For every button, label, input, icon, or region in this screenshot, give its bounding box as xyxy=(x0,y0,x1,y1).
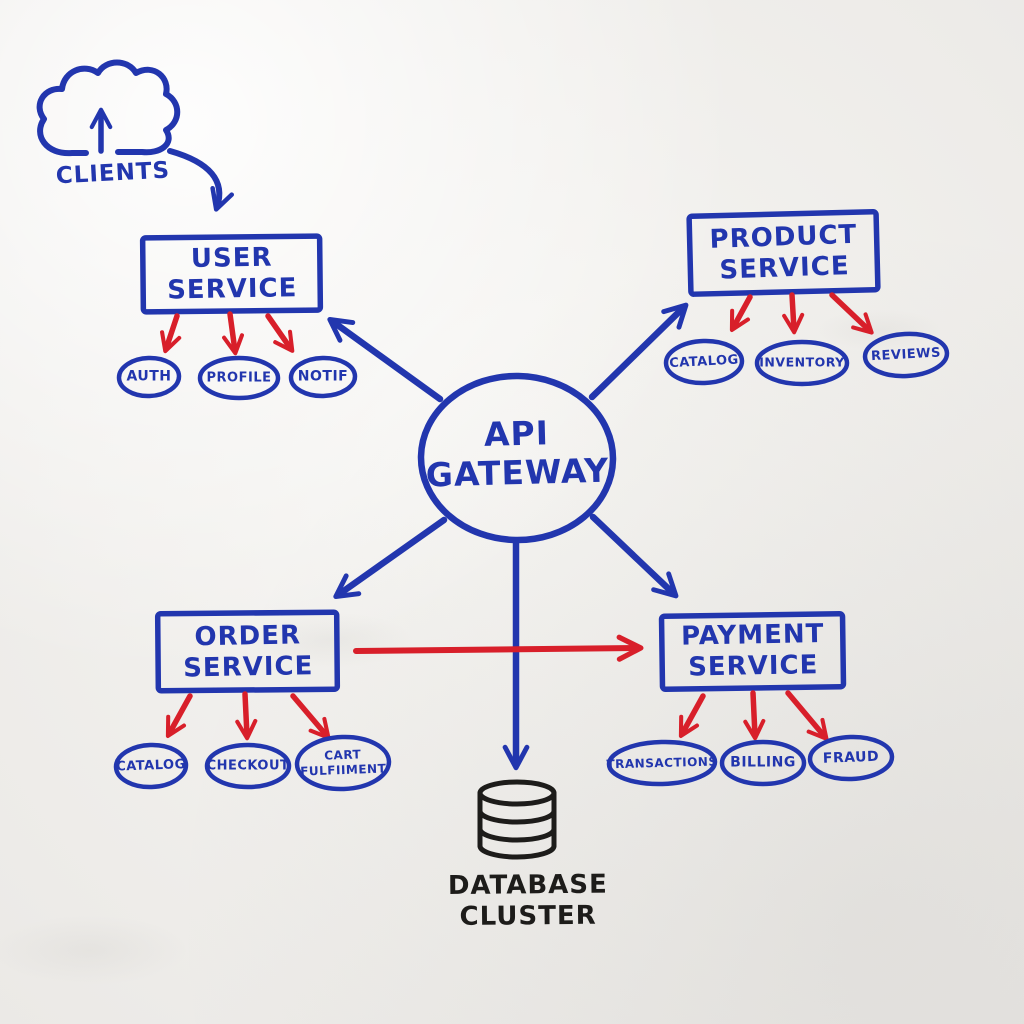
payment-service-label: PAYMENT SERVICE xyxy=(680,619,825,683)
edge-product-inventory xyxy=(782,292,805,335)
billing-label: BILLING xyxy=(730,754,796,771)
notif-label: NOTIF xyxy=(297,368,349,385)
edge-payment-billing xyxy=(743,690,766,741)
fraud-label: FRAUD xyxy=(822,748,880,767)
edge-order-payment xyxy=(353,634,644,662)
edge-product-catalog xyxy=(729,294,753,333)
checkout-label: CHECKOUT xyxy=(206,758,290,774)
edge-user-notif xyxy=(265,313,295,353)
edge-product-reviews xyxy=(829,292,874,335)
user-service-label: USER SERVICE xyxy=(166,242,298,306)
edge-payment-fraud xyxy=(785,690,829,741)
product-service-box xyxy=(686,209,881,297)
inventory-label: INVENTORY xyxy=(759,354,845,370)
edge-user-profile xyxy=(222,311,245,356)
cart-fulfiiment-oval xyxy=(294,734,392,792)
edge-clients-user xyxy=(167,148,235,212)
billing-oval xyxy=(719,739,807,787)
profile-label: PROFILE xyxy=(206,370,272,386)
auth-oval xyxy=(116,355,182,399)
edge-payment-transactions xyxy=(678,693,706,739)
api-gateway-label: API GATEWAY xyxy=(425,413,610,495)
database-cluster-label: DATABASE CLUSTER xyxy=(447,869,608,932)
edge-order-cart xyxy=(290,693,331,740)
product-service-label: PRODUCT SERVICE xyxy=(709,219,858,286)
auth-label: AUTH xyxy=(126,368,172,385)
edge-gateway-payment xyxy=(589,513,679,599)
reviews-oval xyxy=(862,331,950,379)
cart-fulfiiment-label: CART FULFIIMENT xyxy=(299,747,387,779)
edge-gateway-product xyxy=(588,302,689,401)
edge-gateway-user xyxy=(327,316,444,403)
edge-gateway-order xyxy=(333,516,448,600)
catalog-product-oval xyxy=(663,338,745,386)
inventory-oval xyxy=(754,339,850,387)
transactions-label: TRANSACTIONS xyxy=(606,754,718,772)
notif-oval xyxy=(288,355,358,399)
transactions-oval xyxy=(606,739,718,787)
catalog-order-oval xyxy=(113,742,189,790)
order-service-box xyxy=(154,609,341,694)
fraud-oval xyxy=(807,734,895,782)
payment-service-box xyxy=(658,611,847,692)
edge-order-checkout xyxy=(235,691,258,741)
checkout-oval xyxy=(204,742,292,790)
edge-user-auth xyxy=(160,313,182,354)
order-service-label: ORDER SERVICE xyxy=(182,620,314,684)
profile-oval xyxy=(197,355,281,401)
cloud-upload-icon xyxy=(36,59,181,157)
edge-order-catalog xyxy=(165,693,193,739)
catalog-order-label: CATALOG xyxy=(115,757,187,775)
database-cylinder-icon xyxy=(477,779,557,860)
user-service-box xyxy=(139,233,324,315)
